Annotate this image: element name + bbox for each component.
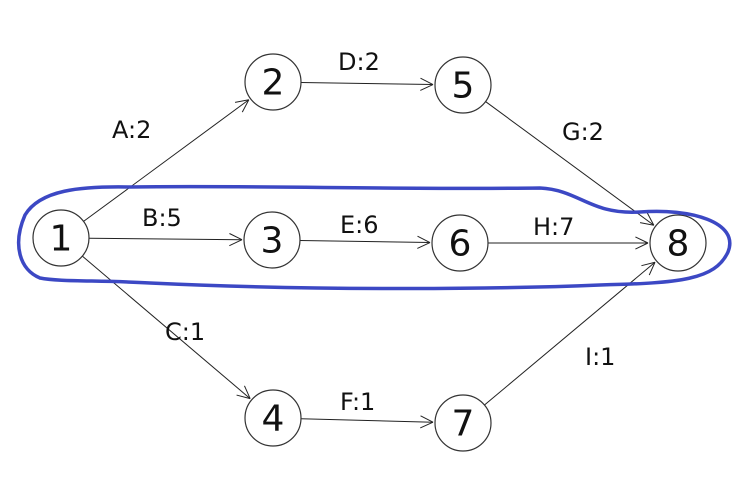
edge-label: B:5 <box>142 204 182 232</box>
edge-label: H:7 <box>533 213 574 241</box>
edge-3-6: E:6 <box>299 211 431 249</box>
edge-line <box>88 237 243 241</box>
arrowhead-icon <box>234 99 249 103</box>
node-circle <box>32 209 90 267</box>
edge-5-8: G:2 <box>485 101 655 226</box>
arrowhead-icon <box>641 261 656 267</box>
edge-label: F:1 <box>340 388 375 416</box>
node-label: 4 <box>262 399 285 440</box>
node-label: 8 <box>667 224 690 265</box>
arrowhead-icon <box>420 421 434 429</box>
node-3: 3 <box>243 211 301 269</box>
edge-label: G:2 <box>562 118 604 146</box>
edge-1-3: B:5 <box>88 204 243 247</box>
edge-line <box>83 99 250 222</box>
node-label: 2 <box>262 63 285 104</box>
node-circle <box>431 214 489 272</box>
arrowhead-icon <box>241 99 250 113</box>
node-6: 6 <box>431 214 489 272</box>
arrowhead-icon <box>648 262 656 276</box>
node-4: 4 <box>244 389 302 447</box>
arrowhead-icon <box>646 212 655 226</box>
arrowhead-icon <box>635 242 649 250</box>
node-2: 2 <box>244 53 302 111</box>
edge-label: D:2 <box>338 48 380 76</box>
arrowhead-icon <box>639 222 654 226</box>
node-label: 1 <box>50 219 73 260</box>
node-circle <box>649 214 707 272</box>
node-7: 7 <box>434 394 492 452</box>
edge-2-5: D:2 <box>300 48 434 91</box>
arrowhead-icon <box>635 236 649 244</box>
node-1: 1 <box>32 209 90 267</box>
arrowhead-icon <box>244 385 251 399</box>
edge-label: I:1 <box>585 343 615 371</box>
node-label: 3 <box>261 221 284 262</box>
node-circle <box>244 389 302 447</box>
node-circle <box>434 56 492 114</box>
arrowhead-icon <box>420 84 434 91</box>
arrowhead-icon <box>420 415 434 423</box>
arrowhead-icon <box>417 242 431 249</box>
node-circle <box>244 53 302 111</box>
node-5: 5 <box>434 56 492 114</box>
node-label: 7 <box>452 404 475 445</box>
critical-path-highlight <box>16 184 732 291</box>
node-label: 5 <box>452 66 475 107</box>
arrowhead-icon <box>236 394 251 400</box>
node-label: 6 <box>449 224 472 265</box>
edge-7-8: I:1 <box>484 261 656 406</box>
edge-label: E:6 <box>340 211 379 239</box>
edge-line <box>485 101 655 226</box>
edge-line <box>300 418 434 423</box>
edge-line <box>299 239 431 244</box>
edge-label: A:2 <box>112 116 151 144</box>
edge-line <box>484 261 656 406</box>
edge-1-2: A:2 <box>83 99 250 222</box>
arrowhead-icon <box>229 233 243 241</box>
node-8: 8 <box>649 214 707 272</box>
edge-6-8: H:7 <box>488 213 649 250</box>
edge-1-4: C:1 <box>82 255 251 400</box>
edge-line <box>300 81 434 86</box>
edge-label: C:1 <box>165 318 205 346</box>
node-circle <box>434 394 492 452</box>
arrowhead-icon <box>420 77 434 85</box>
node-circle <box>243 211 301 269</box>
arrowhead-icon <box>417 235 431 243</box>
edge-4-7: F:1 <box>300 388 434 429</box>
arrowhead-icon <box>229 239 243 247</box>
